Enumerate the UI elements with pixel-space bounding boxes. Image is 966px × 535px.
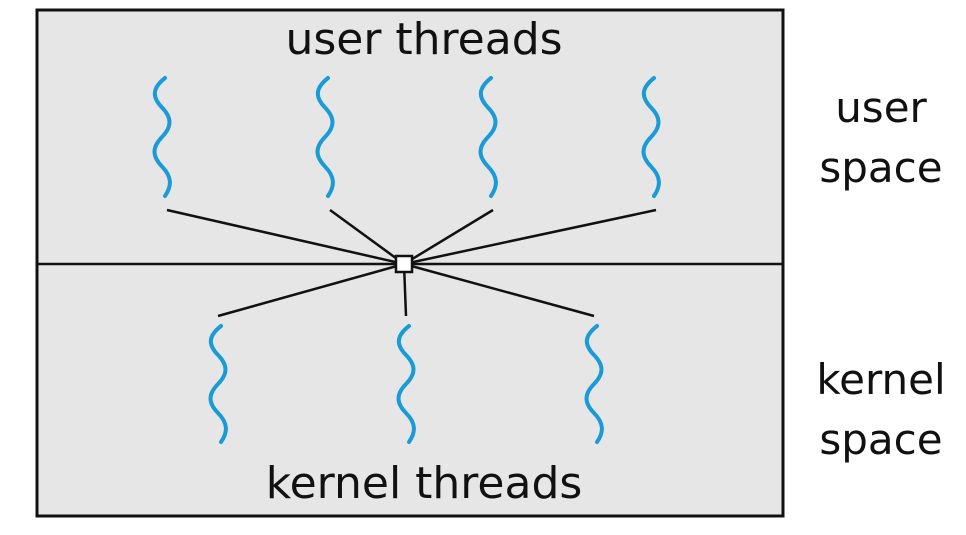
kernel-space-label: kernel space xyxy=(806,350,956,470)
user-thread-group xyxy=(152,76,661,198)
kernel-thread-connector xyxy=(217,262,405,318)
thread-multiplexer-node xyxy=(394,254,414,274)
kernel-thread-connector xyxy=(403,262,595,318)
user-space-label-line2: space xyxy=(819,143,943,192)
kernel-thread-icon xyxy=(208,324,228,444)
user-thread-connector xyxy=(166,208,405,266)
user-threads-label: user threads xyxy=(285,14,563,65)
user-thread-icon xyxy=(641,76,661,198)
kernel-thread-group xyxy=(208,324,604,444)
user-thread-icon xyxy=(315,76,335,198)
kernel-space-label-line2: space xyxy=(819,415,943,464)
user-thread-connector xyxy=(329,208,405,266)
user-thread-connector xyxy=(403,208,494,266)
user-space-label: user space xyxy=(806,78,956,198)
kernel-threads-label: kernel threads xyxy=(265,458,583,509)
user-thread-icon xyxy=(478,76,498,198)
user-thread-connector xyxy=(403,208,657,266)
user-thread-icon xyxy=(152,76,172,198)
kernel-thread-icon xyxy=(584,324,604,444)
kernel-space-label-line1: kernel xyxy=(816,355,946,404)
kernel-thread-icon xyxy=(396,324,416,444)
user-space-label-line1: user xyxy=(835,83,927,132)
